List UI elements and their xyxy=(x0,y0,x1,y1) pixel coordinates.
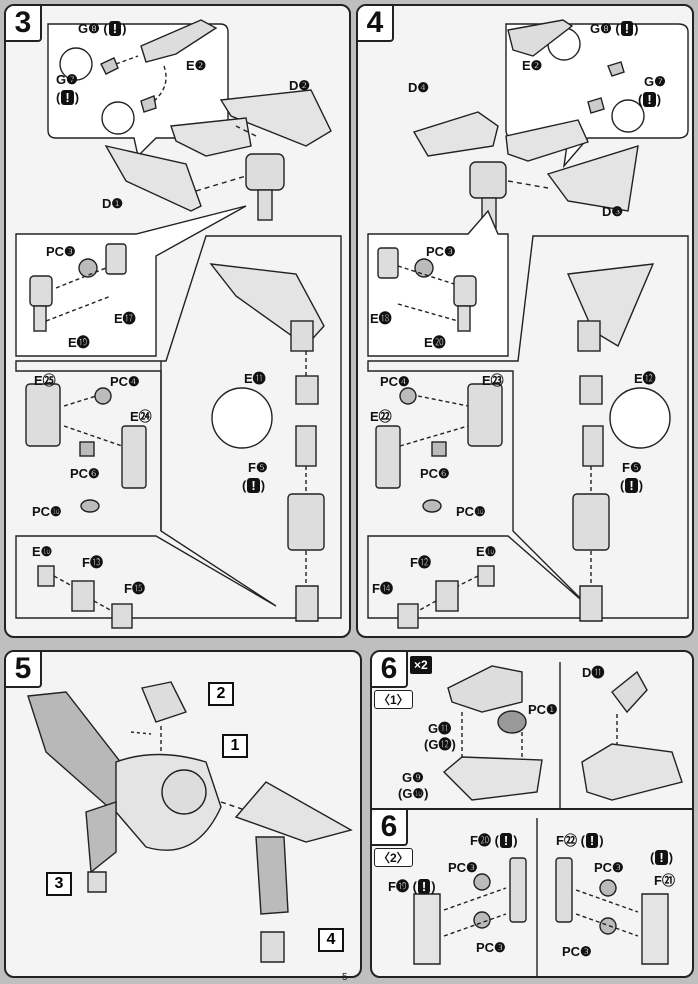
step-number: 6 xyxy=(372,810,408,846)
label-e12: E⓬ xyxy=(634,371,656,386)
multiplier-badge: ×2 xyxy=(410,656,432,674)
label-f12: F⓬ xyxy=(410,555,431,570)
label-e23: E㉓ xyxy=(482,373,504,388)
part-callout-3: 3 xyxy=(46,872,72,896)
label-f14: F⓮ xyxy=(372,581,393,596)
label-f21: F㉑ xyxy=(654,873,675,888)
label-g7-warning: (!) xyxy=(638,92,662,107)
part-callout-2: 2 xyxy=(208,682,234,706)
label-f5: F❺ xyxy=(248,460,268,475)
step-5-illustration xyxy=(27,681,353,963)
label-g10: (G❿) xyxy=(398,786,429,801)
step-number: 3 xyxy=(6,6,42,42)
label-pcf: PC❻ xyxy=(70,466,100,481)
label-f15: F⓯ xyxy=(124,581,145,596)
page-number: 5 xyxy=(342,972,348,983)
label-pcc: PC❸ xyxy=(46,244,76,259)
label-e10: E❿ xyxy=(476,544,497,559)
label-f5-warning: (!) xyxy=(242,478,266,493)
label-f5: F❺ xyxy=(622,460,642,475)
label-f13: F⓭ xyxy=(82,555,103,570)
step-4-panel: 4 G❽ (!) G❼ (!) E❷ D❹ D❸ PC❸ E⓲ E⓴ E⓬ F❺… xyxy=(356,4,694,638)
part-callout-4: 4 xyxy=(318,928,344,952)
step-number: 5 xyxy=(6,652,42,688)
step-6-2-panel: 6 〈2〉 F⓴ (!) PC❸ F⓳ (!) PC❸ F㉒ (!) PC❸ (… xyxy=(370,808,694,978)
warning-icon: ! xyxy=(61,90,74,105)
label-d3: D❸ xyxy=(602,204,624,219)
label-g7: G❼ xyxy=(56,72,78,87)
warning-icon: ! xyxy=(247,478,260,493)
substep-label: 〈2〉 xyxy=(374,848,413,867)
label-e2: E❷ xyxy=(522,58,543,73)
warning-icon: ! xyxy=(108,21,122,36)
label-e17: E⓱ xyxy=(114,311,136,326)
label-pcc-2: PC❸ xyxy=(476,940,506,955)
warning-icon: ! xyxy=(643,92,656,107)
label-e25: E㉕ xyxy=(34,373,56,388)
warning-icon: ! xyxy=(625,478,638,493)
step-3-illustration xyxy=(15,19,342,629)
label-pcc-3: PC❸ xyxy=(594,860,624,875)
label-pcj: PC❿ xyxy=(456,504,486,519)
substep-label: 〈1〉 xyxy=(374,690,413,709)
warning-icon: ! xyxy=(417,879,431,894)
warning-icon: ! xyxy=(499,833,513,848)
label-pcd: PC❹ xyxy=(110,374,140,389)
label-e2: E❷ xyxy=(186,58,207,73)
warning-icon: ! xyxy=(620,21,634,36)
label-pcc: PC❸ xyxy=(426,244,456,259)
label-e10: E❿ xyxy=(32,544,53,559)
label-pcf: PC❻ xyxy=(420,466,450,481)
label-d4: D❹ xyxy=(408,80,430,95)
label-g7-warning: (!) xyxy=(56,90,80,105)
step-6-2-illustration xyxy=(413,818,669,978)
step-6-1-illustration xyxy=(442,662,683,812)
label-pca: PC❶ xyxy=(528,702,558,717)
label-pcc-1: PC❸ xyxy=(448,860,478,875)
label-e19: E⓳ xyxy=(68,335,90,350)
label-d2: D❷ xyxy=(289,78,311,93)
label-e11: E⓫ xyxy=(244,371,266,386)
step-number: 4 xyxy=(358,6,394,42)
warning-icon: ! xyxy=(585,833,599,848)
label-g12: (G⓬) xyxy=(424,737,456,752)
label-g8: G❽ (!) xyxy=(78,21,127,36)
label-f21-warning: (!) xyxy=(650,850,674,865)
part-callout-1: 1 xyxy=(222,734,248,758)
label-f20: F⓴ (!) xyxy=(470,833,518,848)
label-g9: G❾ xyxy=(402,770,424,785)
step-5-panel: 5 1 2 3 4 xyxy=(4,650,362,978)
label-e18: E⓲ xyxy=(370,311,392,326)
label-d11: D⓫ xyxy=(582,665,605,680)
label-pcj: PC❿ xyxy=(32,504,62,519)
label-e20: E⓴ xyxy=(424,335,446,350)
step-6-1-panel: 6 ×2 〈1〉 G⓫ (G⓬) G❾ (G❿) PC❶ D⓫ xyxy=(370,650,694,812)
label-e22: E㉒ xyxy=(370,409,392,424)
label-g7: G❼ xyxy=(644,74,666,89)
label-e24: E㉔ xyxy=(130,409,152,424)
label-f5-warning: (!) xyxy=(620,478,644,493)
label-f19: F⓳ (!) xyxy=(388,879,436,894)
label-g8: G❽ (!) xyxy=(590,21,639,36)
step-number: 6 xyxy=(372,652,408,688)
label-f22: F㉒ (!) xyxy=(556,833,604,848)
warning-icon: ! xyxy=(655,850,668,865)
step-3-panel: 3 G❽ (!) G❼ (!) E❷ D❷ D❶ PC❸ E⓱ E⓳ E⓫ F❺… xyxy=(4,4,351,638)
label-g11: G⓫ xyxy=(428,721,452,736)
label-pcc-4: PC❸ xyxy=(562,944,592,959)
step-4-illustration xyxy=(367,19,689,629)
label-pcd: PC❹ xyxy=(380,374,410,389)
label-d1: D❶ xyxy=(102,196,124,211)
